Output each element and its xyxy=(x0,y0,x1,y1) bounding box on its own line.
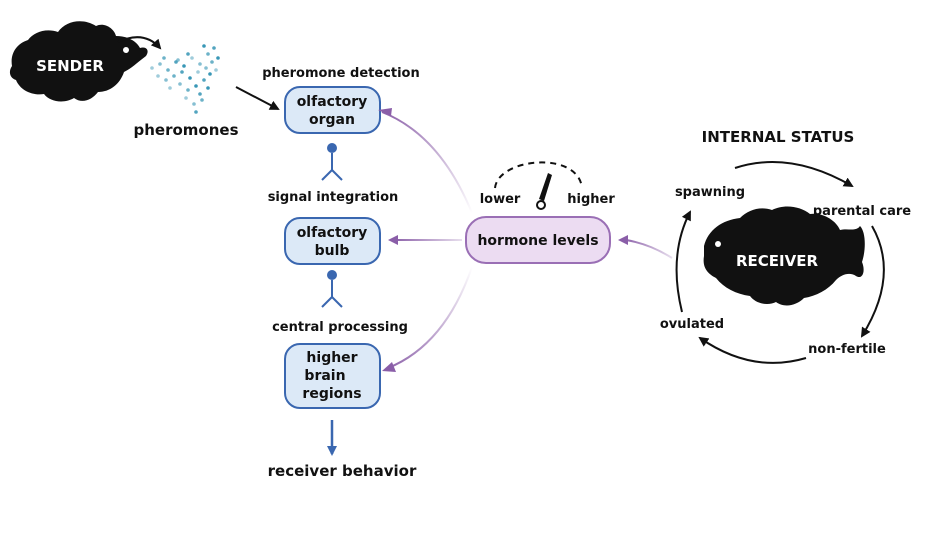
hormone-levels-box xyxy=(465,216,611,264)
pheromone-dot xyxy=(198,62,202,66)
pheromone-dot xyxy=(214,68,218,72)
pheromone-dot xyxy=(172,74,176,78)
pheromone-dot xyxy=(198,92,202,96)
cycle-arc-spawning-to-care xyxy=(734,161,854,188)
olfactory-organ-line-1: olfactory xyxy=(297,94,368,110)
pheromone-dot xyxy=(190,56,194,60)
gauge-lower-label: lower xyxy=(480,192,521,207)
gauge-arc xyxy=(494,161,583,189)
pheromone-dot xyxy=(208,72,212,76)
brain-line-3: regions xyxy=(302,386,361,402)
status-to-hormones-arrow xyxy=(625,239,673,259)
connector-bulb-brain xyxy=(321,270,343,308)
pheromone-dot xyxy=(164,78,168,82)
pheromone-dot xyxy=(210,60,214,64)
pheromone-dot xyxy=(166,68,170,72)
receiver-behavior-label: receiver behavior xyxy=(268,462,417,480)
hormones-to-brain-arrow xyxy=(387,266,473,369)
hormones-to-organ-arrow xyxy=(381,111,473,214)
internal-status-title: INTERNAL STATUS xyxy=(702,128,855,146)
sender-to-pheromones-arrow xyxy=(117,36,162,50)
pheromone-dot xyxy=(206,86,210,90)
gauge-higher-label: higher xyxy=(567,192,615,207)
pheromone-dot xyxy=(162,56,166,60)
pheromone-dot xyxy=(196,70,200,74)
cycle-ovulated: ovulated xyxy=(660,317,724,332)
pheromone-dot xyxy=(186,52,190,56)
hormones-to-brain-arrowhead xyxy=(382,362,396,372)
sender-fish-silhouette xyxy=(9,21,148,102)
status-to-hormones-arrowhead xyxy=(618,235,628,245)
pheromone-dot xyxy=(192,102,196,106)
receiver-label: RECEIVER xyxy=(736,252,818,270)
hormones-to-bulb-arrowhead xyxy=(388,235,398,245)
pheromone-dot xyxy=(202,44,206,48)
pheromones-label: pheromones xyxy=(133,121,238,139)
pheromone-dot xyxy=(212,46,216,50)
cycle-arc-care-to-nonfertile xyxy=(860,225,885,338)
sender-fish: SENDER xyxy=(9,21,148,102)
pheromone-dot xyxy=(156,74,160,78)
cycle-parental-care: parental care xyxy=(813,204,911,219)
olfactory-bulb-box xyxy=(284,217,381,265)
pheromones-to-organ-arrow xyxy=(235,86,280,110)
step-caption-integration: signal integration xyxy=(268,190,399,205)
connector-organ-bulb xyxy=(321,143,343,181)
receiver-fish: RECEIVER xyxy=(703,206,865,306)
pheromone-cloud xyxy=(150,44,220,114)
pheromone-dot xyxy=(200,98,204,102)
hormone-levels-label: hormone levels xyxy=(477,233,598,249)
cycle-spawning: spawning xyxy=(675,185,745,200)
step-caption-processing: central processing xyxy=(272,320,408,335)
pheromone-dot xyxy=(194,84,198,88)
pheromone-dot xyxy=(182,64,186,68)
pheromone-dot xyxy=(206,52,210,56)
hormones-to-organ-arrowhead xyxy=(378,108,392,116)
step-caption-detection: pheromone detection xyxy=(262,66,420,81)
pheromone-dot xyxy=(188,76,192,80)
olfactory-bulb-line-2: bulb xyxy=(315,243,350,259)
pheromone-dot xyxy=(204,66,208,70)
cycle-arc-nonfertile-to-ovulated xyxy=(698,336,807,364)
higher-brain-regions-box xyxy=(284,343,381,409)
receiver-fish-silhouette xyxy=(703,206,865,306)
pheromone-dot xyxy=(202,78,206,82)
pheromone-dot xyxy=(176,58,180,62)
olfactory-organ-line-2: organ xyxy=(309,112,355,128)
brain-line-1: higher xyxy=(306,350,357,366)
pheromone-dot xyxy=(168,86,172,90)
gauge-needle xyxy=(536,173,552,210)
pheromone-dot xyxy=(158,62,162,66)
pheromone-dot xyxy=(216,56,220,60)
pheromone-dot xyxy=(186,88,190,92)
sender-label: SENDER xyxy=(36,57,104,75)
cycle-non-fertile: non-fertile xyxy=(808,342,886,357)
pheromone-dot xyxy=(194,110,198,114)
pheromone-dot xyxy=(178,82,182,86)
pheromone-dot xyxy=(180,70,184,74)
cycle-arc-ovulated-to-spawning xyxy=(675,210,691,313)
pheromone-dot xyxy=(184,96,188,100)
pheromone-dot xyxy=(150,66,154,70)
brain-line-2: brain xyxy=(304,368,345,384)
olfactory-bulb-line-1: olfactory xyxy=(297,225,368,241)
